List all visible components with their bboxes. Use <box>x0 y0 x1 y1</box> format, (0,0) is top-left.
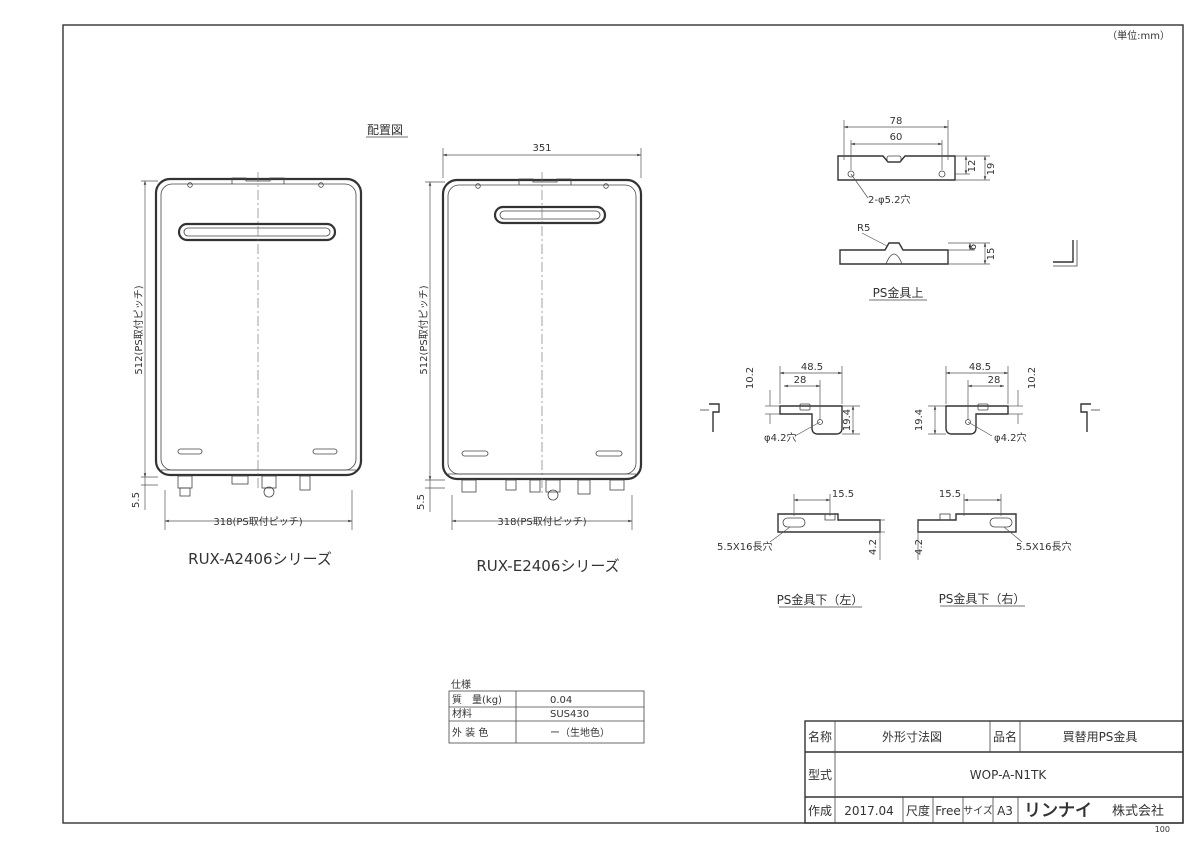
title-scale-label: 尺度 <box>906 803 930 818</box>
spec-row-3-label: 外 装 色 <box>452 726 488 739</box>
bracket-top-radius: R5 <box>857 223 870 234</box>
title-size-label: サイズ <box>963 804 993 817</box>
title-size-value: A3 <box>997 804 1013 818</box>
bracket-mid-left-dim-102: 10.2 <box>745 367 756 389</box>
bracket-top-dim-6: 6 <box>968 244 979 250</box>
bracket-mid-right-drawing <box>928 366 1100 437</box>
heater-a-drawing <box>141 172 363 530</box>
bracket-top-dim-19: 19 <box>986 163 997 176</box>
bracket-top-dim-60: 60 <box>890 132 903 143</box>
layout-label: 配置図 <box>367 123 403 137</box>
bracket-top-dim-15: 15 <box>986 248 997 261</box>
heater-a-name: RUX-A2406シリーズ <box>188 550 332 568</box>
heater-e-name: RUX-E2406シリーズ <box>476 557 619 575</box>
bracket-top-dim-12: 12 <box>967 160 978 173</box>
bracket-low-left-slot: 5.5X16長穴 <box>717 540 772 553</box>
bracket-top-drawing <box>837 120 1078 267</box>
bracket-low-right-dim-155: 15.5 <box>939 489 961 500</box>
spec-row-3-value: ー（生地色） <box>550 726 610 739</box>
bracket-mid-right-hole: φ4.2穴 <box>994 431 1027 444</box>
heater-a-bottom-dim: 5.5 <box>131 492 142 508</box>
bracket-mid-left-dim-485: 48.5 <box>801 362 823 373</box>
title-name-value: 外形寸法図 <box>882 730 942 744</box>
spec-row-2-value: SUS430 <box>550 709 589 720</box>
bracket-low-right-dim-42: 4.2 <box>914 539 925 555</box>
sheet-border <box>62 24 1184 824</box>
title-product-label: 品名 <box>993 729 1017 744</box>
heater-e-drawing <box>425 148 643 530</box>
bracket-low-right-slot: 5.5X16長穴 <box>1016 540 1071 553</box>
bracket-mid-right-dim-485: 48.5 <box>969 362 991 373</box>
bracket-mid-left-dim-194: 19.4 <box>842 409 853 431</box>
bracket-mid-right-dim-102: 10.2 <box>1027 367 1038 389</box>
heater-e-width-dim: 318(PS取付ピッチ) <box>497 515 586 528</box>
bracket-top-dim-78: 78 <box>890 116 903 127</box>
spec-title: 仕様 <box>451 678 471 691</box>
spec-row-1-value: 0.04 <box>550 695 572 706</box>
title-model-value: WOP-A-N1TK <box>970 768 1048 782</box>
heater-e-height-dim: 512(PS取付ピッチ) <box>417 285 430 374</box>
bracket-mid-right-dim-194: 19.4 <box>914 409 925 431</box>
heater-a-width-dim: 318(PS取付ピッチ) <box>213 515 302 528</box>
spec-row-1-label: 質 量(kg) <box>452 693 502 706</box>
bracket-low-left-name: PS金具下（左） <box>777 592 864 607</box>
heater-e-overall-width: 351 <box>532 143 551 154</box>
title-company: 株式会社 <box>1112 803 1164 819</box>
bracket-mid-left-dim-28: 28 <box>794 375 807 386</box>
bracket-low-left-dim-155: 15.5 <box>832 489 854 500</box>
bracket-top-holes: 2-φ5.2穴 <box>868 193 910 206</box>
heater-a-height-dim: 512(PS取付ピッチ) <box>132 285 145 374</box>
bracket-top-name: PS金具上 <box>873 285 924 300</box>
spec-row-2-label: 材料 <box>452 707 472 720</box>
bracket-low-left-dim-42: 4.2 <box>868 539 879 555</box>
title-block <box>804 720 1184 824</box>
title-made-value: 2017.04 <box>844 804 894 818</box>
title-name-label: 名称 <box>808 729 832 744</box>
title-made-label: 作成 <box>808 804 832 818</box>
bracket-low-left-drawing <box>769 494 885 560</box>
title-model-label: 型式 <box>808 768 832 782</box>
title-product-value: 買替用PS金具 <box>1063 729 1138 744</box>
brand-logo: リンナイ <box>1024 801 1092 821</box>
bracket-mid-left-drawing <box>700 366 860 437</box>
bracket-low-right-name: PS金具下（右） <box>939 591 1026 606</box>
page-number: 100 <box>1155 825 1170 834</box>
bracket-mid-right-dim-28: 28 <box>988 375 1001 386</box>
bracket-mid-left-hole: φ4.2穴 <box>764 431 797 444</box>
unit-note: （単位:mm） <box>1107 29 1170 42</box>
spec-table: 仕様 質 量(kg) 0.04 材料 SUS430 外 装 色 ー（生地色） <box>448 678 645 744</box>
heater-e-bottom-dim: 5.5 <box>416 494 427 510</box>
title-scale-value: Free <box>935 804 960 818</box>
bracket-low-right-drawing <box>917 494 1023 560</box>
